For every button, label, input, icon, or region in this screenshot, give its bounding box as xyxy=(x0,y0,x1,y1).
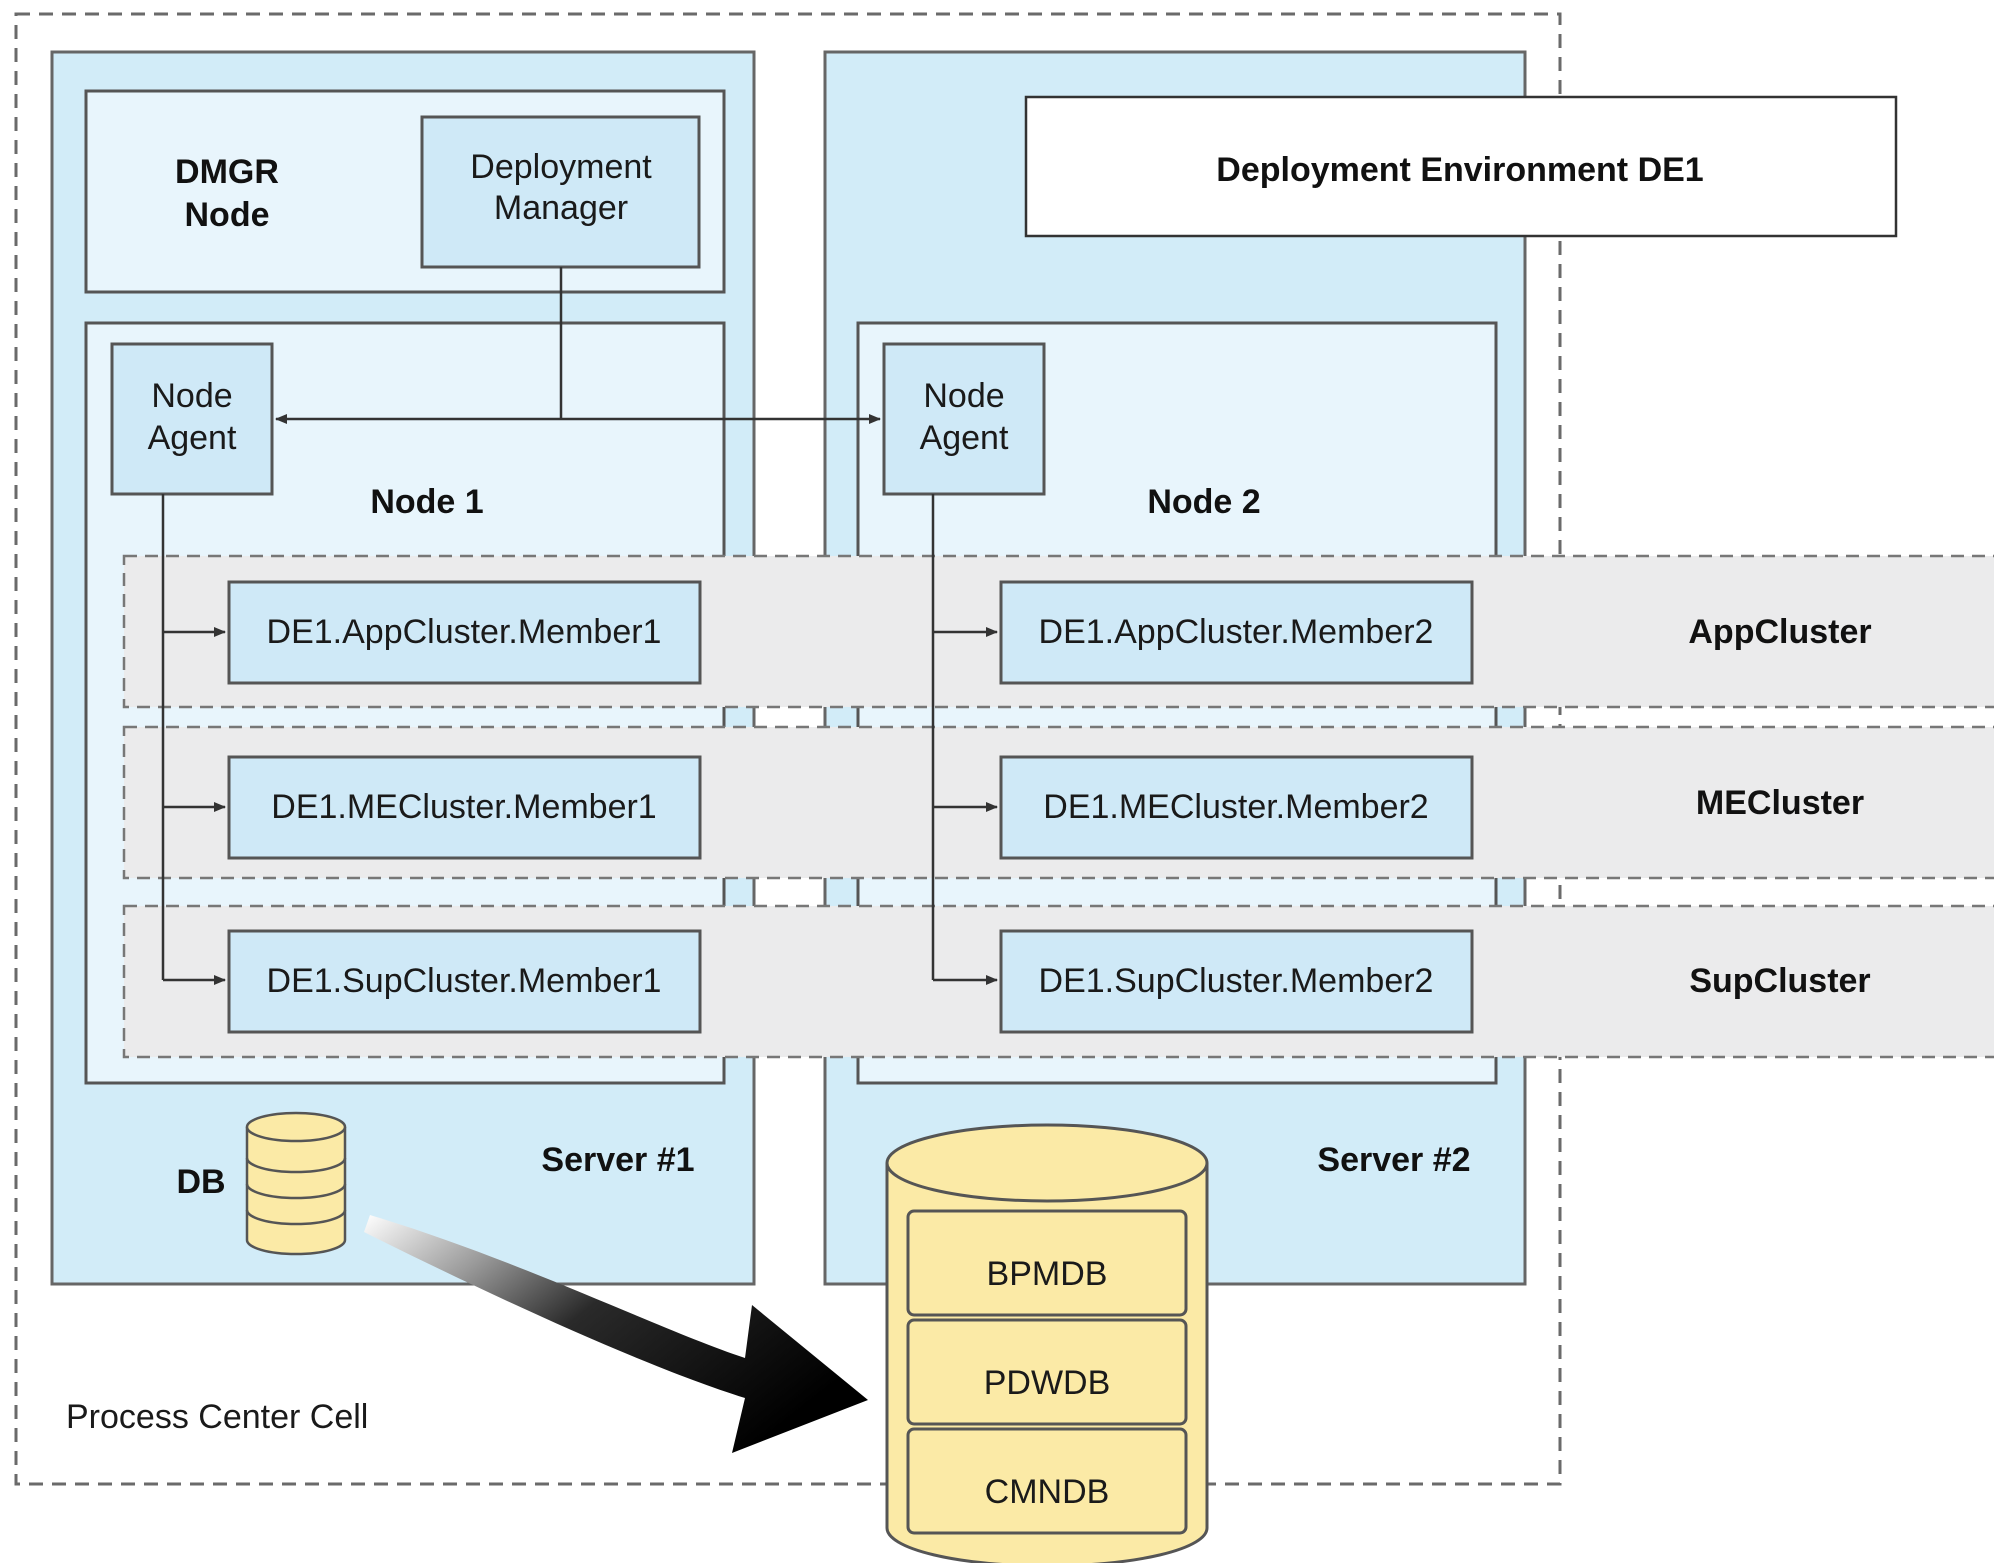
node-1-label: Node 1 xyxy=(370,483,483,521)
db-label: DB xyxy=(176,1163,225,1201)
deployment-manager-label-1: Deployment xyxy=(470,148,652,186)
node-agent-2 xyxy=(882,342,1046,496)
node-agent-1-label-2: Agent xyxy=(148,419,237,457)
bpmdb-box xyxy=(906,1209,1188,1317)
supcluster-member1-label: DE1.SupCluster.Member1 xyxy=(267,962,662,1000)
pdwdb-box xyxy=(906,1318,1188,1426)
supcluster-member1-box xyxy=(227,929,702,1034)
appcluster-label: AppCluster xyxy=(1688,613,1871,651)
node-agent-1-connectors xyxy=(161,494,226,985)
node-agent-1-label-1: Node xyxy=(151,377,232,415)
dmgr-node-label-2: Node xyxy=(185,196,270,234)
db-cylinder-icon xyxy=(245,1111,347,1256)
appcluster-member2-box xyxy=(999,580,1474,685)
supcluster-member2-box xyxy=(999,929,1474,1034)
supcluster-member2-label: DE1.SupCluster.Member2 xyxy=(1039,962,1434,1000)
node-agent-2-connectors xyxy=(931,494,998,985)
mecluster-member1-box xyxy=(227,755,702,860)
process-center-cell-label: Process Center Cell xyxy=(66,1398,368,1436)
server-2-label: Server #2 xyxy=(1317,1141,1470,1179)
node-agent-1 xyxy=(110,342,274,496)
mecluster-member1-label: DE1.MECluster.Member1 xyxy=(271,788,656,826)
manager-to-agents-connector xyxy=(275,267,881,424)
bpmdb-label: BPMDB xyxy=(987,1255,1108,1293)
node-agent-2-label-1: Node xyxy=(923,377,1004,415)
server-1-label: Server #1 xyxy=(541,1141,694,1179)
cmndb-label: CMNDB xyxy=(985,1473,1110,1511)
mecluster-member2-box xyxy=(999,755,1474,860)
deployment-manager-label-2: Manager xyxy=(494,189,628,227)
deployment-environment-box xyxy=(1024,95,1898,238)
dmgr-node-label-1: DMGR xyxy=(175,153,279,191)
appcluster-member1-label: DE1.AppCluster.Member1 xyxy=(267,613,662,651)
supcluster-label: SupCluster xyxy=(1689,962,1870,1000)
node-agent-2-label-2: Agent xyxy=(920,419,1009,457)
pdwdb-label: PDWDB xyxy=(984,1364,1111,1402)
cmndb-box xyxy=(906,1427,1188,1535)
appcluster-member1-box xyxy=(227,580,702,685)
appcluster-member2-label: DE1.AppCluster.Member2 xyxy=(1039,613,1434,651)
mecluster-label: MECluster xyxy=(1696,784,1864,822)
node-2-label: Node 2 xyxy=(1147,483,1260,521)
deployment-manager xyxy=(420,115,701,269)
deployment-environment-label: Deployment Environment DE1 xyxy=(1216,151,1703,189)
migration-arrow xyxy=(364,1215,868,1453)
mecluster-member2-label: DE1.MECluster.Member2 xyxy=(1043,788,1428,826)
